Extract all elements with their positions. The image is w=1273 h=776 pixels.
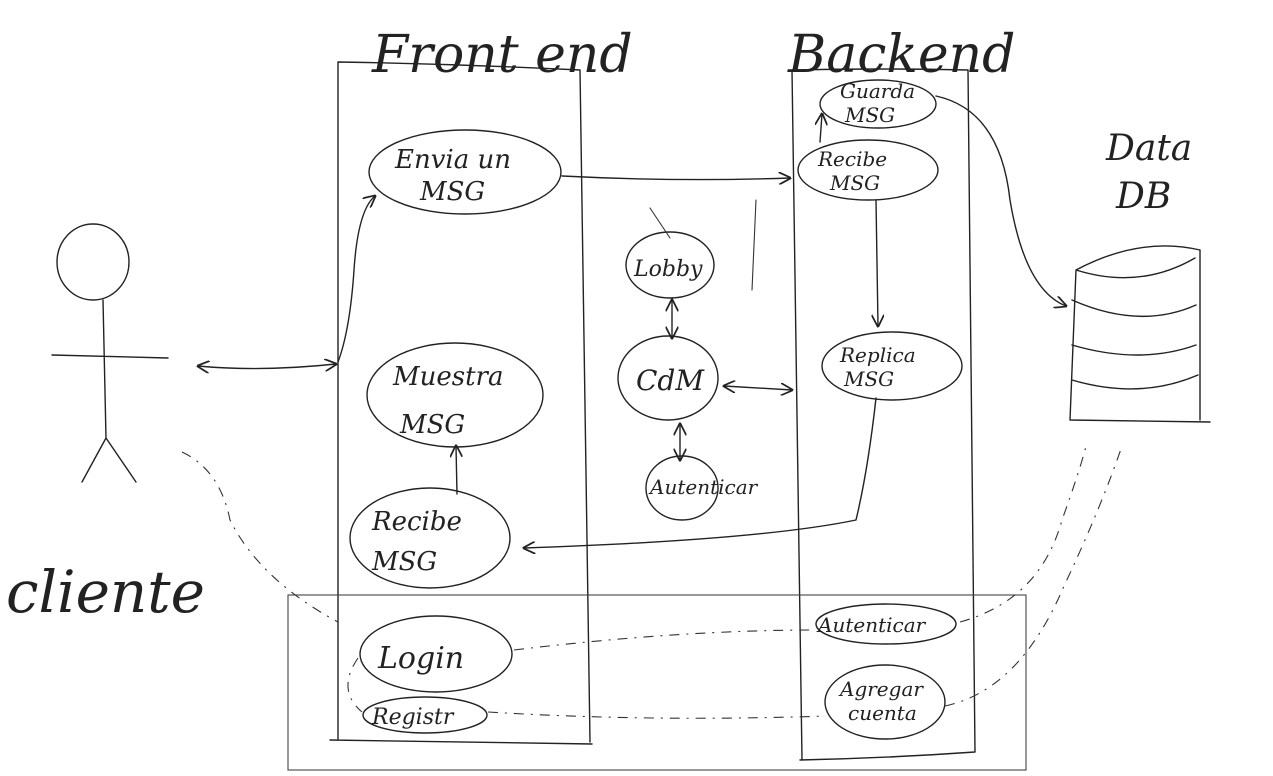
node-lobby-label: Lobby (633, 257, 703, 282)
frontend-title: Front end (371, 25, 633, 85)
node-replica-msg-line1: Replica (839, 343, 916, 367)
node-recibe-msg-frontend-line2: MSG (371, 547, 437, 577)
node-autenticar-backend-label: Autenticar (816, 613, 927, 637)
backend-title: Backend (787, 25, 1015, 85)
node-replica-msg: Replica MSG (821, 331, 963, 401)
actor-label: cliente (6, 558, 205, 626)
edge-login-registro-dashed (347, 657, 363, 713)
node-envia-msg: Envia un MSG (368, 129, 562, 215)
node-autenticar-backend: Autenticar (815, 603, 957, 645)
node-envia-msg-line2: MSG (419, 177, 485, 207)
edge-registro-agregar-dashed (487, 711, 827, 719)
node-recibe-msg-backend-line2: MSG (829, 171, 880, 195)
node-login: Login (359, 615, 513, 693)
node-guarda-msg-line2: MSG (844, 103, 895, 127)
node-autenticar-middle-label: Autenticar (648, 475, 759, 499)
backend-lane (791, 68, 976, 761)
node-replica-msg-line2: MSG (843, 367, 894, 391)
node-envia-msg-line1: Envia un (394, 145, 511, 175)
node-recibe-msg-backend-line1: Recibe (817, 147, 887, 171)
node-recibe-msg-frontend: Recibe MSG (349, 487, 511, 589)
node-guarda-msg: Guarda MSG (819, 79, 937, 129)
node-recibe-msg-backend: Recibe MSG (797, 139, 939, 201)
database-label-line2: DB (1115, 176, 1171, 217)
node-muestra-msg-line2: MSG (399, 410, 465, 440)
edge-recibe-replica (876, 199, 878, 326)
node-cdm: CdM (617, 335, 719, 421)
edge-envia-backend (561, 176, 790, 180)
node-agregar-cuenta-line2: cuenta (848, 701, 917, 725)
node-cdm-label: CdM (636, 364, 705, 397)
node-recibe-msg-frontend-line1: Recibe (371, 507, 462, 537)
edge-actor-frontend (198, 364, 336, 369)
edge-autenticar-database-dashed (959, 445, 1087, 623)
auth-group-box (287, 594, 1027, 771)
database: Data DB (1069, 128, 1211, 423)
database-label-line1: Data (1105, 128, 1192, 169)
node-agregar-cuenta: Agregar cuenta (824, 664, 946, 740)
frontend-lane (329, 61, 593, 745)
database-icon (1069, 245, 1211, 423)
node-guarda-msg-line1: Guarda (840, 79, 915, 103)
node-login-label: Login (377, 641, 464, 676)
actor-cliente: cliente (6, 223, 205, 626)
node-muestra-msg: Muestra MSG (366, 342, 544, 448)
edge-actor-login-dashed (181, 451, 339, 623)
edge-agregar-database-dashed (944, 445, 1123, 707)
actor-head (56, 223, 130, 301)
node-registro-label: Registr (371, 705, 455, 730)
node-lobby: Lobby (625, 207, 715, 299)
node-muestra-msg-line1: Muestra (392, 362, 503, 392)
edge-replica-frontend (524, 397, 877, 548)
edge-recibe-guarda (820, 114, 822, 143)
edge-login-autenticar-dashed (513, 629, 817, 651)
edge-cdm-backend (724, 386, 792, 390)
edge-recibe-muestra (456, 446, 457, 495)
edge-guarda-database (935, 95, 1066, 306)
node-autenticar-middle: Autenticar (645, 455, 759, 521)
stray-stroke (751, 199, 757, 291)
edge-entry-envia (337, 196, 375, 363)
node-registro: Registr (362, 696, 488, 734)
node-agregar-cuenta-line1: Agregar (838, 677, 924, 701)
actor-body (51, 299, 169, 483)
